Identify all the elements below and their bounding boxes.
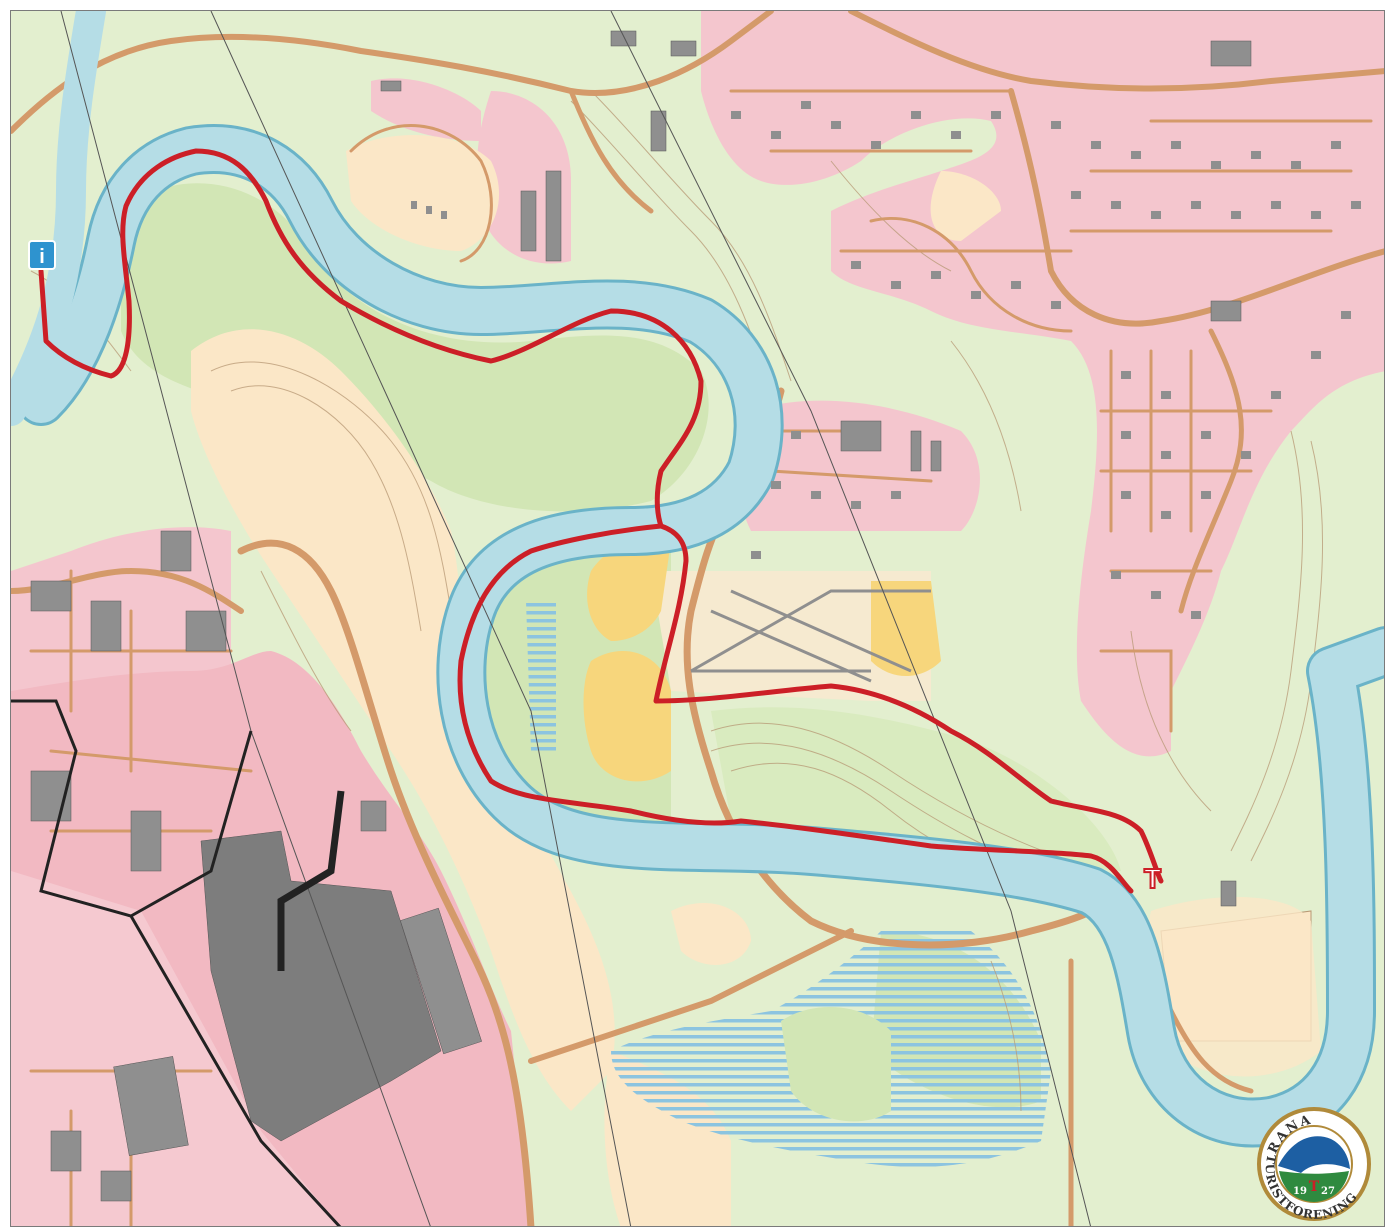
info-symbol: i	[39, 246, 45, 268]
building-small	[1210, 40, 1252, 67]
trail-route-west-loop	[38, 148, 704, 529]
building-small	[670, 40, 697, 57]
wetland-island	[781, 1007, 891, 1122]
building-warehouse	[400, 907, 482, 1055]
sand-area-west	[191, 329, 615, 1111]
sand-area-south	[604, 1051, 731, 1226]
sand-area-east-outer	[1144, 897, 1321, 1077]
main-road-north	[11, 11, 774, 134]
river-upper	[11, 11, 106, 426]
main-road-east	[1008, 88, 1384, 327]
road-north-link	[568, 88, 654, 214]
building-industrial	[160, 530, 192, 572]
building-small	[610, 30, 637, 47]
field-yellow	[587, 537, 671, 641]
building-small	[1220, 880, 1237, 907]
sand-area-north	[346, 134, 500, 251]
building-industrial	[185, 610, 227, 652]
topographic-map[interactable]: i T 19 T 27 RANA TURISTFORENING	[11, 11, 1385, 1227]
trail-route-east-loop	[653, 523, 1164, 884]
map-frame[interactable]: i T 19 T 27 RANA TURISTFORENING	[10, 10, 1385, 1227]
logo-mountain-wave	[1278, 1136, 1350, 1173]
buildings	[30, 30, 1252, 1202]
building-industrial	[30, 580, 72, 612]
field-yellow	[871, 581, 941, 676]
sand-area-ne	[930, 171, 1001, 241]
factory-main-building	[200, 830, 442, 1142]
building-industrial	[90, 600, 122, 652]
building-small	[545, 170, 562, 262]
club-logo: 19 T 27 RANA TURISTFORENING	[1257, 1107, 1371, 1222]
local-road	[1069, 119, 1373, 233]
building-small	[650, 110, 667, 152]
local-road	[729, 89, 1073, 253]
local-road	[869, 216, 1073, 333]
residential-area-north	[701, 11, 1384, 757]
building-small	[520, 190, 537, 252]
building-industrial	[360, 800, 387, 832]
local-road	[1109, 349, 1193, 533]
district-boundary	[11, 699, 342, 1226]
hiking-trail[interactable]	[38, 148, 1164, 894]
logo-year-left: 19	[1293, 1186, 1307, 1197]
trailhead-label: T	[1144, 863, 1161, 894]
road-west-industrial	[237, 539, 535, 1226]
trail-route-river-loop	[457, 523, 1134, 894]
local-road	[1099, 569, 1213, 733]
road-south-mid	[528, 928, 854, 1064]
local-road	[1099, 409, 1273, 473]
info-marker[interactable]: i	[28, 240, 56, 270]
logo-monogram: T	[1309, 1179, 1320, 1195]
houses	[411, 101, 1361, 619]
sand-area-mid	[671, 902, 751, 965]
field-yellow	[583, 651, 671, 782]
building-small	[840, 420, 882, 452]
building-industrial	[50, 1130, 82, 1172]
trailhead-marker[interactable]: T	[1143, 862, 1162, 895]
logo-green-hill	[1279, 1171, 1349, 1202]
sand-area-airfield	[651, 571, 931, 701]
info-icon	[28, 240, 56, 270]
main-road-ne	[848, 11, 1384, 92]
building-industrial	[130, 810, 162, 872]
river-water	[19, 127, 1384, 1145]
building-industrial	[100, 1170, 132, 1202]
building-small	[910, 430, 922, 472]
building-small	[380, 80, 402, 92]
industrial-pipeline	[277, 790, 345, 971]
building-warehouse	[113, 1056, 189, 1156]
airfield-runways	[690, 589, 931, 683]
wetland-area	[526, 601, 556, 751]
open-land-area	[121, 183, 709, 512]
building-small	[930, 440, 942, 472]
logo-year-right: 27	[1321, 1186, 1335, 1197]
local-road	[349, 124, 493, 263]
building-small	[1210, 300, 1242, 322]
